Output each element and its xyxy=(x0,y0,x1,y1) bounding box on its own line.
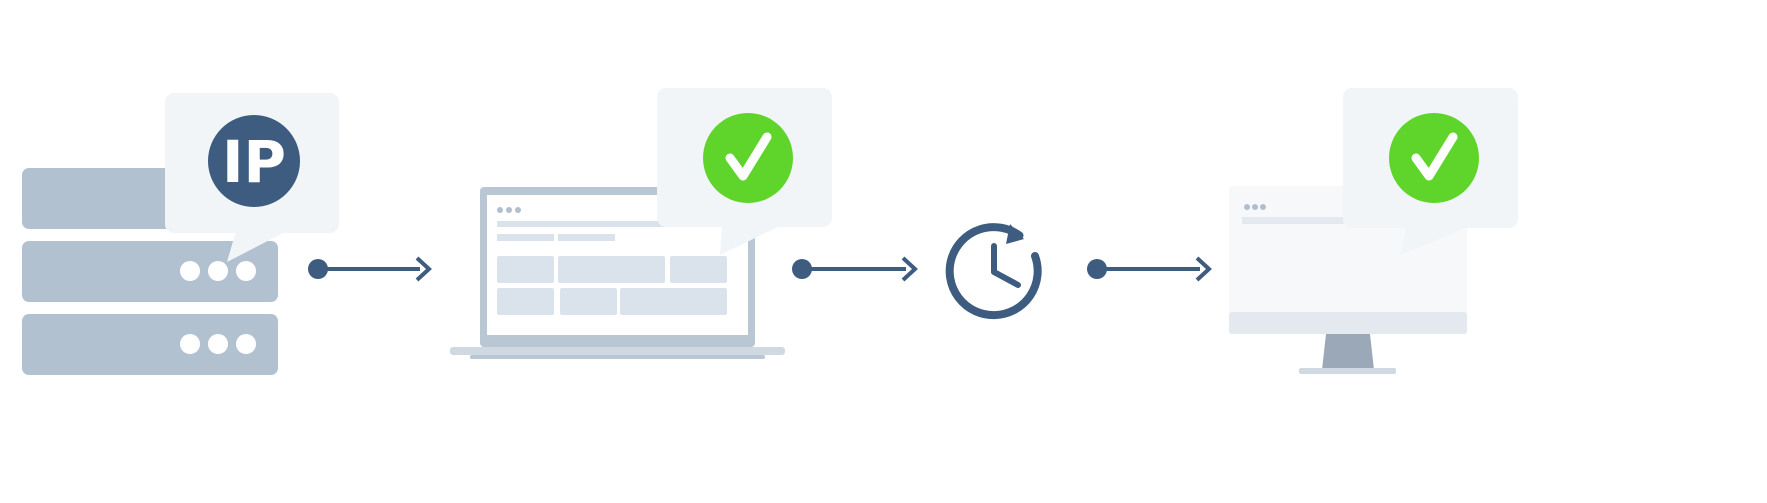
laptop-header-bar xyxy=(497,221,737,227)
flow-arrow-1 xyxy=(308,256,432,282)
monitor-window-dots xyxy=(1244,204,1266,210)
server-unit-bottom xyxy=(22,314,278,375)
server-unit-middle xyxy=(22,241,278,302)
ip-bubble: IP xyxy=(165,93,339,262)
ip-badge-label: IP xyxy=(222,128,286,196)
checkmark-icon xyxy=(1389,113,1479,203)
checkmark-icon xyxy=(703,113,793,203)
server-middle-dots xyxy=(180,261,256,281)
monitor-header-bar xyxy=(1242,217,1352,224)
laptop-window-dots xyxy=(497,207,521,213)
laptop-check-bubble xyxy=(657,88,832,255)
clock-refresh-icon xyxy=(945,223,1042,320)
flow-arrow-3 xyxy=(1087,256,1212,282)
server-bottom-dots xyxy=(180,334,256,354)
monitor-base xyxy=(1299,368,1396,374)
monitor-check-bubble xyxy=(1343,88,1518,256)
laptop-content-cells xyxy=(497,256,727,315)
monitor-stand xyxy=(1322,334,1374,370)
monitor-bottom-bar xyxy=(1229,312,1467,334)
flow-arrow-2 xyxy=(792,256,918,282)
laptop-base xyxy=(450,347,785,355)
ip-badge: IP xyxy=(208,115,300,207)
